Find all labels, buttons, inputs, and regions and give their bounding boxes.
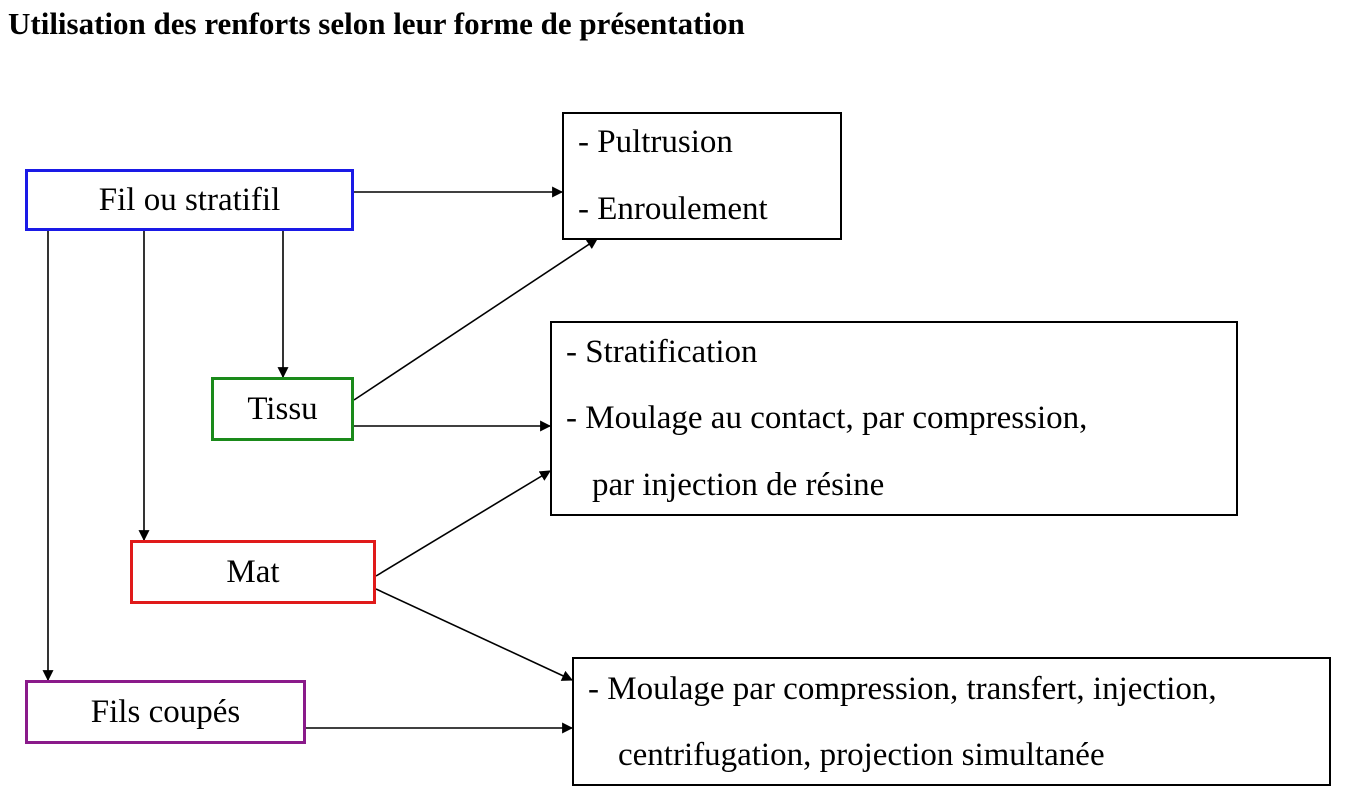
box-process-stratification: - Stratification - Moulage au contact, p… xyxy=(550,321,1238,516)
box-tissu-label: Tissu xyxy=(247,390,318,427)
process-line: - Pultrusion xyxy=(578,124,733,160)
box-fil-label: Fil ou stratifil xyxy=(98,181,281,218)
box-fils-coupes: Fils coupés xyxy=(25,680,306,744)
process-line: - Enroulement xyxy=(578,191,768,227)
arrow-mat-to-p2 xyxy=(375,470,551,577)
process-line: - Moulage au contact, par compression, xyxy=(566,400,1088,436)
arrow-tissu-to-p1 xyxy=(353,238,598,401)
box-process-pultrusion: - Pultrusion - Enroulement xyxy=(562,112,842,240)
process-line: - Moulage par compression, transfert, in… xyxy=(588,671,1217,707)
process-line: - Stratification xyxy=(566,334,758,370)
box-mat-label: Mat xyxy=(226,553,280,590)
box-mat: Mat xyxy=(130,540,376,604)
process-line: centrifugation, projection simultanée xyxy=(618,737,1105,773)
diagram-title: Utilisation des renforts selon leur form… xyxy=(8,6,745,41)
box-fils-coupes-label: Fils coupés xyxy=(90,693,241,730)
arrow-mat-to-p3 xyxy=(375,588,573,681)
process-line: par injection de résine xyxy=(592,467,885,503)
box-tissu: Tissu xyxy=(211,377,354,441)
box-process-moulage: - Moulage par compression, transfert, in… xyxy=(572,657,1331,786)
box-fil-ou-stratifil: Fil ou stratifil xyxy=(25,169,354,231)
